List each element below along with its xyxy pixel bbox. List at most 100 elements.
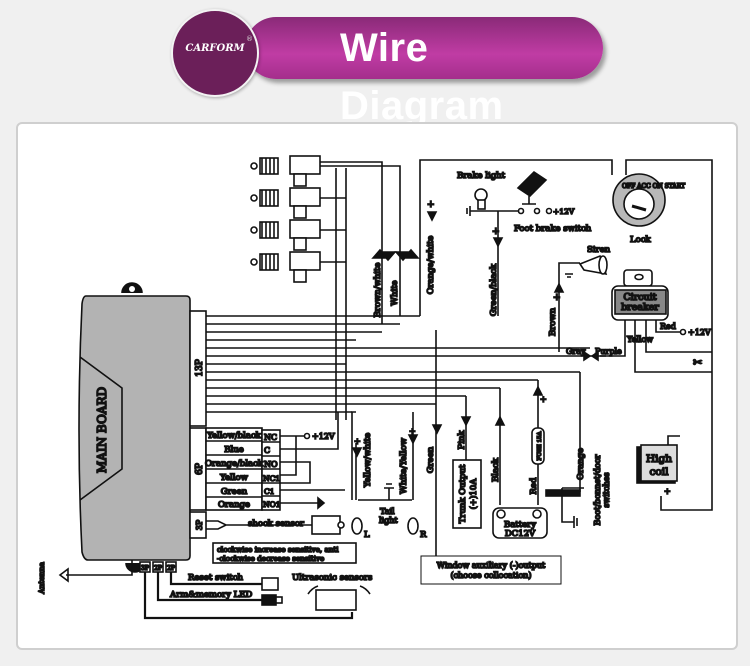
logo-text: ARFORM <box>193 43 245 54</box>
wire-white: White <box>390 280 400 305</box>
brand-logo: CARFORM ® <box>171 9 259 97</box>
scissors-icon: ✂ <box>693 356 702 369</box>
svg-text:+: + <box>409 427 416 436</box>
ultrasonic-label: Ultrasonic sensors <box>292 573 372 583</box>
door-lock-actuator <box>250 251 321 283</box>
wire-purple-label: Purple <box>595 347 622 356</box>
wire-yellow-white: Yellow/white <box>363 433 373 489</box>
svg-text:2P: 2P <box>154 565 162 572</box>
svg-text:+12V: +12V <box>688 328 711 337</box>
battery: + Black Red FUSE 15A Battery DC12V <box>490 380 548 540</box>
door-lock-actuator <box>250 155 321 187</box>
antenna-label: Antenna <box>37 562 46 595</box>
lock-label: Lock <box>630 235 652 245</box>
led-icon <box>261 594 277 606</box>
arm-led-label: Arm&memory LED <box>169 590 253 600</box>
door-switch-icon <box>545 489 581 497</box>
svg-text:light: light <box>379 516 398 525</box>
wire-green: Green <box>426 446 436 473</box>
siren: Siren + Brown <box>547 244 611 352</box>
connector-3p: 3P <box>189 511 312 539</box>
ignition-wire: + Orange/white <box>419 159 613 404</box>
svg-text:3P: 3P <box>141 565 149 572</box>
wire-gray-label: Gray <box>566 347 586 356</box>
door-lock-actuator <box>250 187 321 219</box>
terminal-c1: C1 <box>264 487 275 496</box>
tail-lights: + + Yellow/white White/Yellow Tail light… <box>351 411 428 541</box>
reset-switch-label: Reset switch <box>188 573 243 583</box>
door-switch: Orange Boot/bonnet/door switches <box>545 372 612 528</box>
wire-brown-white: Brown/white <box>373 263 383 318</box>
window-output: Green Window auxiliary (-)output (choose… <box>420 404 562 585</box>
brake-light: Brake light + Green/black +12V Foot brak… <box>456 170 592 317</box>
ignition-lock: OFF ACC ON START Lock <box>612 159 713 382</box>
registered-mark: ® <box>246 35 253 43</box>
svg-text:+: + <box>427 200 435 210</box>
svg-text:+12V: +12V <box>553 207 575 216</box>
relay-wire-green: Green <box>221 487 248 497</box>
breaker-label-line2: breaker <box>621 302 659 313</box>
relay-wire-orange-black: Orange/black <box>205 459 264 469</box>
terminal-no1: NO1 <box>263 500 280 509</box>
terminal-nc1: NC1 <box>263 474 280 483</box>
terminal-no: NO <box>264 460 278 469</box>
wire-black: Black <box>491 457 501 482</box>
bottom-connectors: 3P 2P 2P Antenna Reset switch Arm&memory… <box>36 560 373 620</box>
svg-text:3P: 3P <box>195 519 204 530</box>
ultrasonic-sensor-icon <box>315 589 357 611</box>
svg-text:Trunk Output: Trunk Output <box>458 464 468 523</box>
svg-text:High: High <box>646 453 672 465</box>
svg-text:+: + <box>540 395 547 404</box>
logo-initial: C <box>185 43 194 54</box>
terminal-nc: NC <box>264 433 277 442</box>
main-board-label: MAIN BOARD <box>95 387 109 473</box>
wire-orange: Orange <box>576 448 586 480</box>
svg-text:+: + <box>553 293 561 303</box>
wire-green-black: Green/black <box>489 263 499 316</box>
svg-text:Tail: Tail <box>380 507 395 516</box>
svg-text:Boot/bonnet/door: Boot/bonnet/door <box>593 454 602 525</box>
svg-text:2P: 2P <box>167 565 175 572</box>
terminal-12v-icon <box>545 207 553 215</box>
relay-block: Yellow/black Blue Orange/black Yellow Gr… <box>204 412 345 511</box>
shock-note-line1: clockwise increase sensitive, anti <box>217 545 339 554</box>
relay-wire-blue: Blue <box>224 445 243 455</box>
wire-orange-white: Orange/white <box>426 236 436 295</box>
svg-text:shock sensor: shock sensor <box>248 519 305 529</box>
main-board: MAIN BOARD <box>78 282 191 573</box>
reset-switch-icon <box>261 577 279 591</box>
relay-wire-yellow: Yellow <box>219 473 248 483</box>
foot-brake-switch-label: Foot brake switch <box>514 224 592 234</box>
svg-text:Siren: Siren <box>587 245 611 255</box>
svg-text:FUSE 15A: FUSE 15A <box>537 430 543 460</box>
svg-text:+: + <box>664 487 671 496</box>
relay-wire-orange: Orange <box>218 500 250 510</box>
window-label-line2: (choose collocation) <box>450 571 531 580</box>
terminal-12v-icon <box>303 432 311 440</box>
svg-text:Brake light: Brake light <box>457 171 506 181</box>
circuit-breaker: Circuit breaker +12V Red Yellow Gray Pur… <box>565 269 712 373</box>
relay-wire-yellow-black: Yellow/black <box>206 431 262 441</box>
wire-red: Red <box>529 477 539 494</box>
tail-light-left-icon <box>351 517 363 535</box>
terminal-12v-icon <box>679 328 687 336</box>
door-lock-actuators: Brown/white White <box>250 155 420 420</box>
wire-red-label: Red <box>660 322 676 331</box>
brake-pedal-icon <box>516 170 548 198</box>
svg-text:coil: coil <box>650 466 670 478</box>
page-title: Wire Diagram <box>340 26 504 128</box>
svg-text:switches: switches <box>602 472 611 507</box>
svg-text:DC12V: DC12V <box>505 529 536 539</box>
svg-text:13P: 13P <box>195 359 205 377</box>
svg-text:+12V: +12V <box>312 432 335 441</box>
svg-text:+: + <box>354 437 361 446</box>
svg-text:+: + <box>492 227 500 237</box>
tail-light-right-icon <box>407 517 419 535</box>
wire-brown: Brown <box>548 307 558 336</box>
lock-positions: OFF ACC ON START <box>622 183 685 190</box>
svg-text:6P: 6P <box>195 463 205 475</box>
wire-white-yellow: White/Yellow <box>399 437 409 494</box>
wire-yellow-label: Yellow <box>626 335 653 344</box>
shock-note-line2: -clockwise decrease sensitive <box>217 554 324 563</box>
door-lock-actuator <box>250 219 321 251</box>
